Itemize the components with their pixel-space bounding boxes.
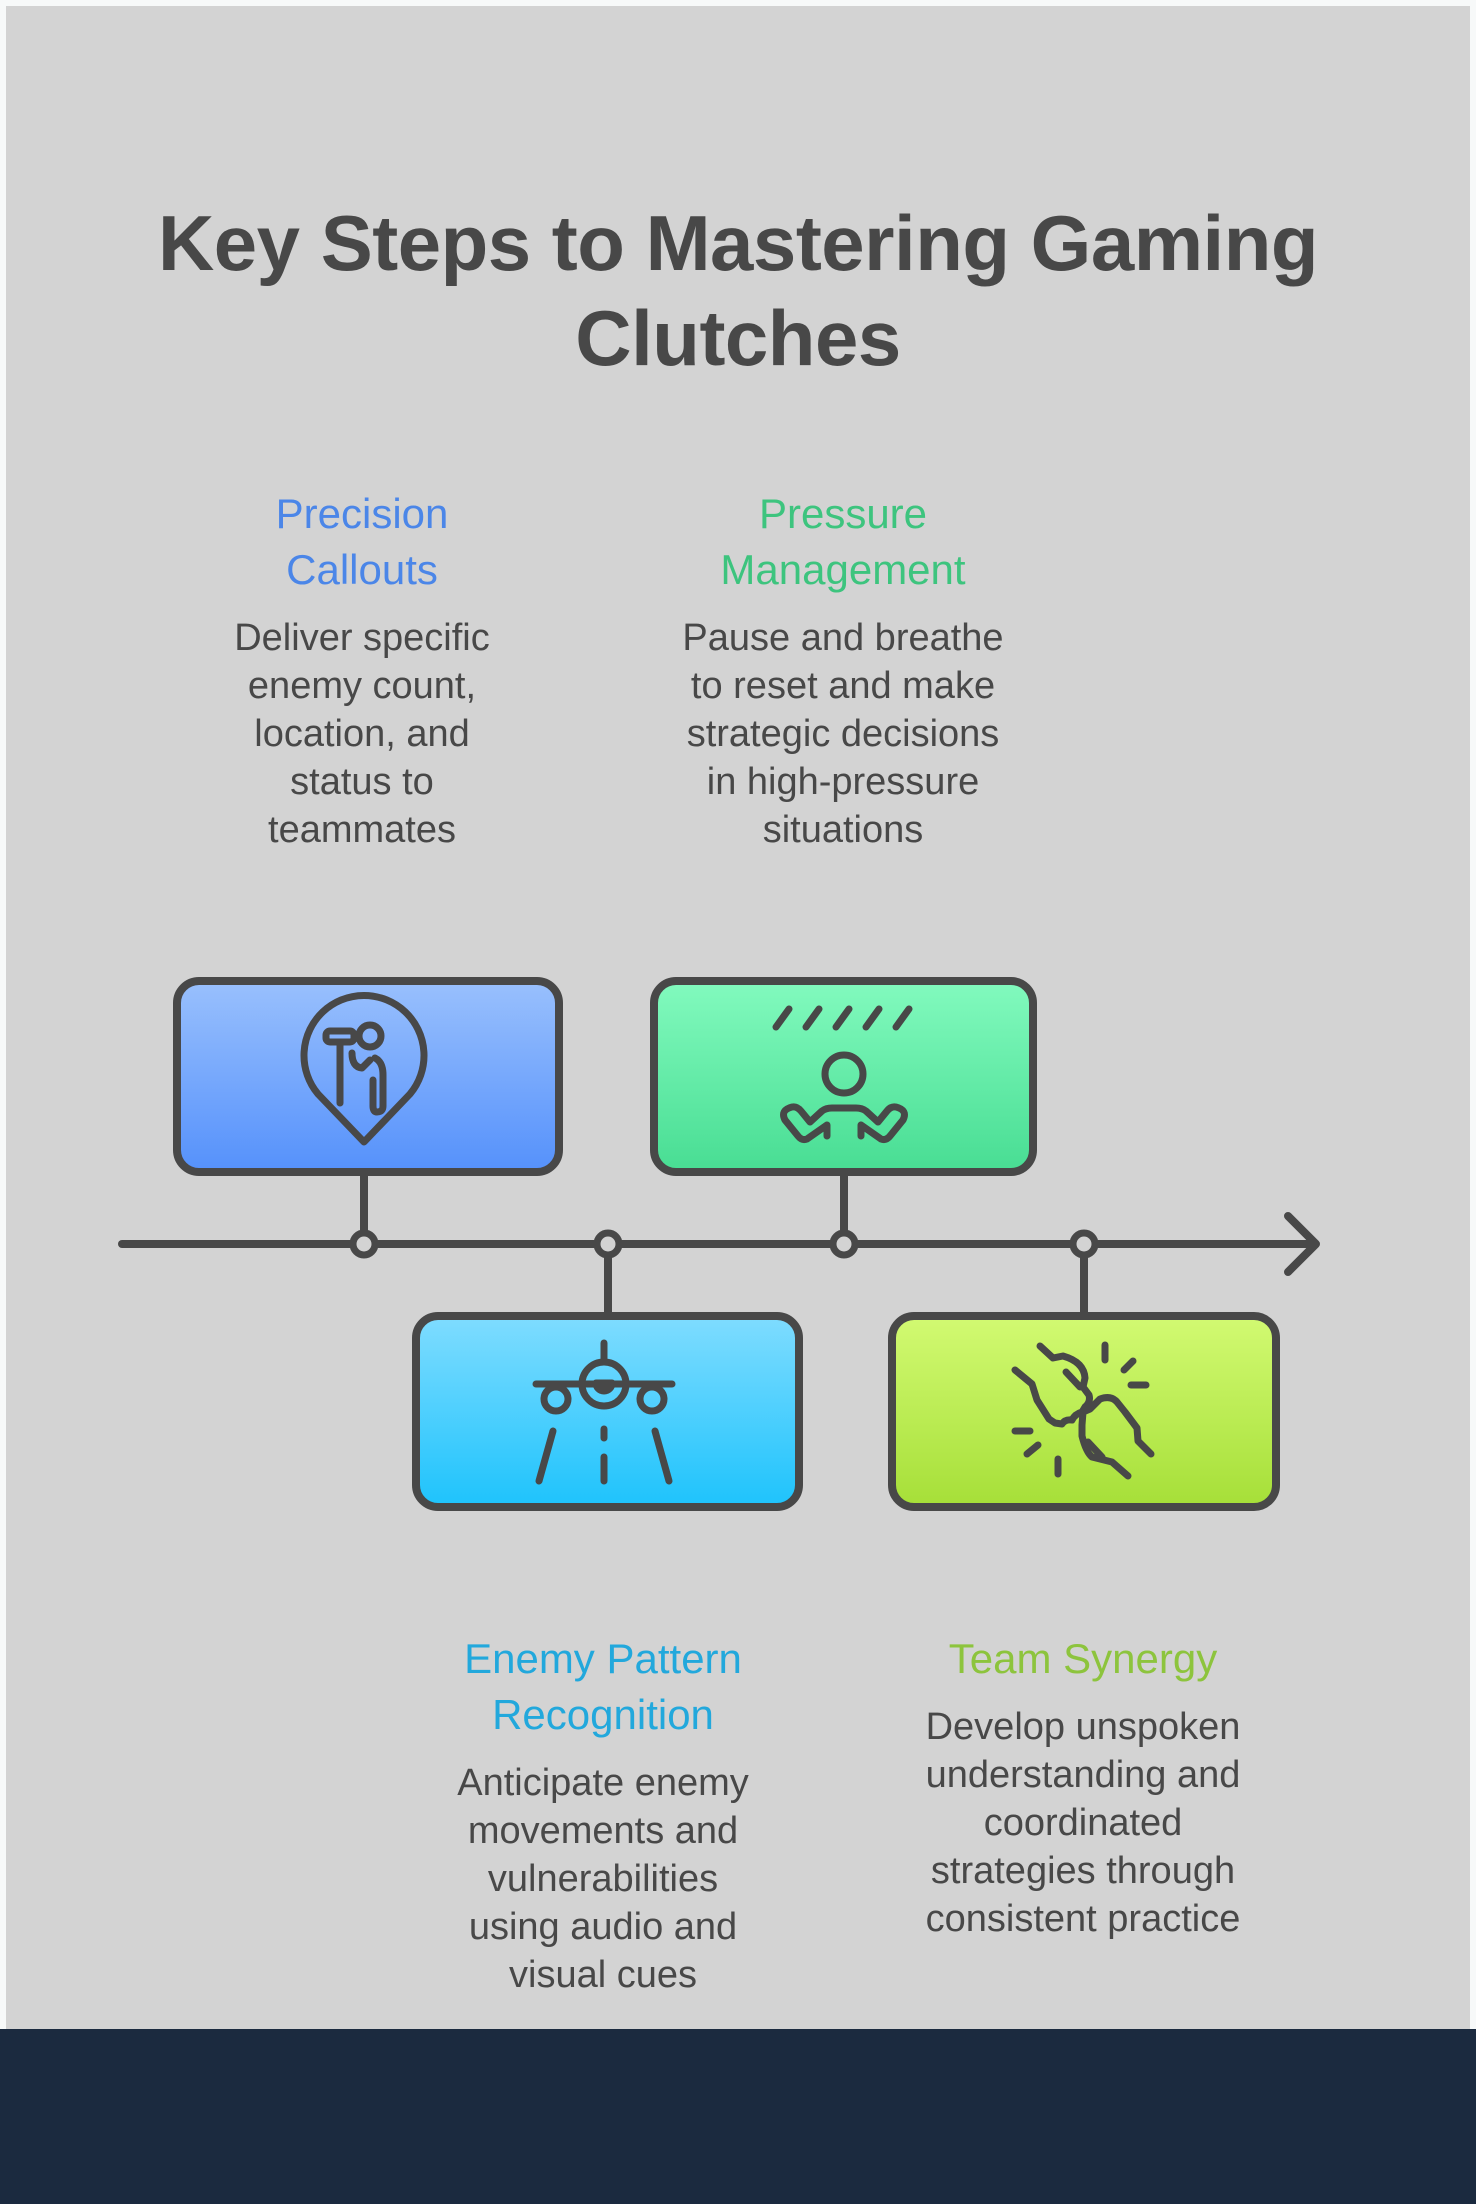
binoculars-location-pin-icon xyxy=(300,992,428,1146)
step-1-description-line: Deliver specific xyxy=(234,617,490,659)
meditation-rain-icon xyxy=(772,1005,913,1144)
step-2-description-line: using audio and xyxy=(468,1906,738,1948)
timeline-node-4 xyxy=(1069,1229,1099,1259)
step-4-description-line: coordinated xyxy=(983,1802,1183,1844)
step-4-text: Team Synergy Develop unspoken understand… xyxy=(873,1631,1293,1943)
step-1-heading: Precision Callouts xyxy=(152,486,572,598)
step-2-heading: Enemy Pattern Recognition xyxy=(393,1631,813,1743)
step-2-description-line: vulnerabilities xyxy=(487,1858,719,1900)
step-1-description-line: status to xyxy=(290,761,434,803)
step-1-heading-line: Callouts xyxy=(286,546,438,593)
step-1-description-line: teammates xyxy=(268,809,456,851)
step-3-description-line: strategic decisions xyxy=(686,713,1000,755)
step-2-description-line: visual cues xyxy=(509,1954,697,1996)
page-title: Key Steps to Mastering Gaming Clutches xyxy=(157,199,1319,382)
step-4-description-line: consistent practice xyxy=(925,1898,1241,1940)
step-3-description: Pause and breathe to reset and make stra… xyxy=(633,614,1053,854)
timeline-node-3 xyxy=(829,1229,859,1259)
step-3-description-line: situations xyxy=(762,809,924,851)
step-2-description-line: Anticipate enemy xyxy=(457,1762,749,1804)
step-1-description-line: enemy count, xyxy=(247,665,477,707)
step-4-description-line: Develop unspoken xyxy=(925,1706,1241,1748)
step-2-heading-line: Recognition xyxy=(492,1691,714,1738)
step-1-heading-line: Precision xyxy=(275,490,449,537)
step-4-heading: Team Synergy xyxy=(873,1631,1293,1687)
step-1-description: Deliver specific enemy count, location, … xyxy=(152,614,572,854)
step-3-description-line: Pause and breathe xyxy=(682,617,1004,659)
step-4-description-line: strategies through xyxy=(930,1850,1236,1892)
step-3-description-line: in high-pressure xyxy=(706,761,980,803)
timeline-arrowhead-icon xyxy=(1284,1212,1320,1276)
step-2-description: Anticipate enemy movements and vulnerabi… xyxy=(393,1759,813,1999)
airplane-runway-icon xyxy=(532,1339,676,1485)
step-4-description-line: understanding and xyxy=(925,1754,1241,1796)
step-3-description-line: to reset and make xyxy=(690,665,996,707)
step-3-heading-line: Management xyxy=(720,546,966,593)
step-1-description-line: location, and xyxy=(254,713,470,755)
step-3-icon-box xyxy=(650,977,1037,1176)
step-1-icon-box xyxy=(173,977,563,1176)
timeline-node-2 xyxy=(593,1229,623,1259)
step-4-description: Develop unspoken understanding and coord… xyxy=(873,1703,1293,1943)
step-2-icon-box xyxy=(412,1312,803,1511)
step-3-heading-line: Pressure xyxy=(758,490,928,537)
step-2-text: Enemy Pattern Recognition Anticipate ene… xyxy=(393,1631,813,1999)
step-3-heading: Pressure Management xyxy=(633,486,1053,598)
fist-bump-icon xyxy=(1011,1341,1155,1480)
footer-bar xyxy=(0,2029,1476,2204)
timeline-node-1 xyxy=(349,1229,379,1259)
step-2-heading-line: Enemy Pattern xyxy=(464,1635,742,1682)
step-4-heading-line: Team Synergy xyxy=(948,1635,1218,1682)
step-2-description-line: movements and xyxy=(467,1810,739,1852)
step-1-text: Precision Callouts Deliver specific enem… xyxy=(152,486,572,854)
step-3-text: Pressure Management Pause and breathe to… xyxy=(633,486,1053,854)
